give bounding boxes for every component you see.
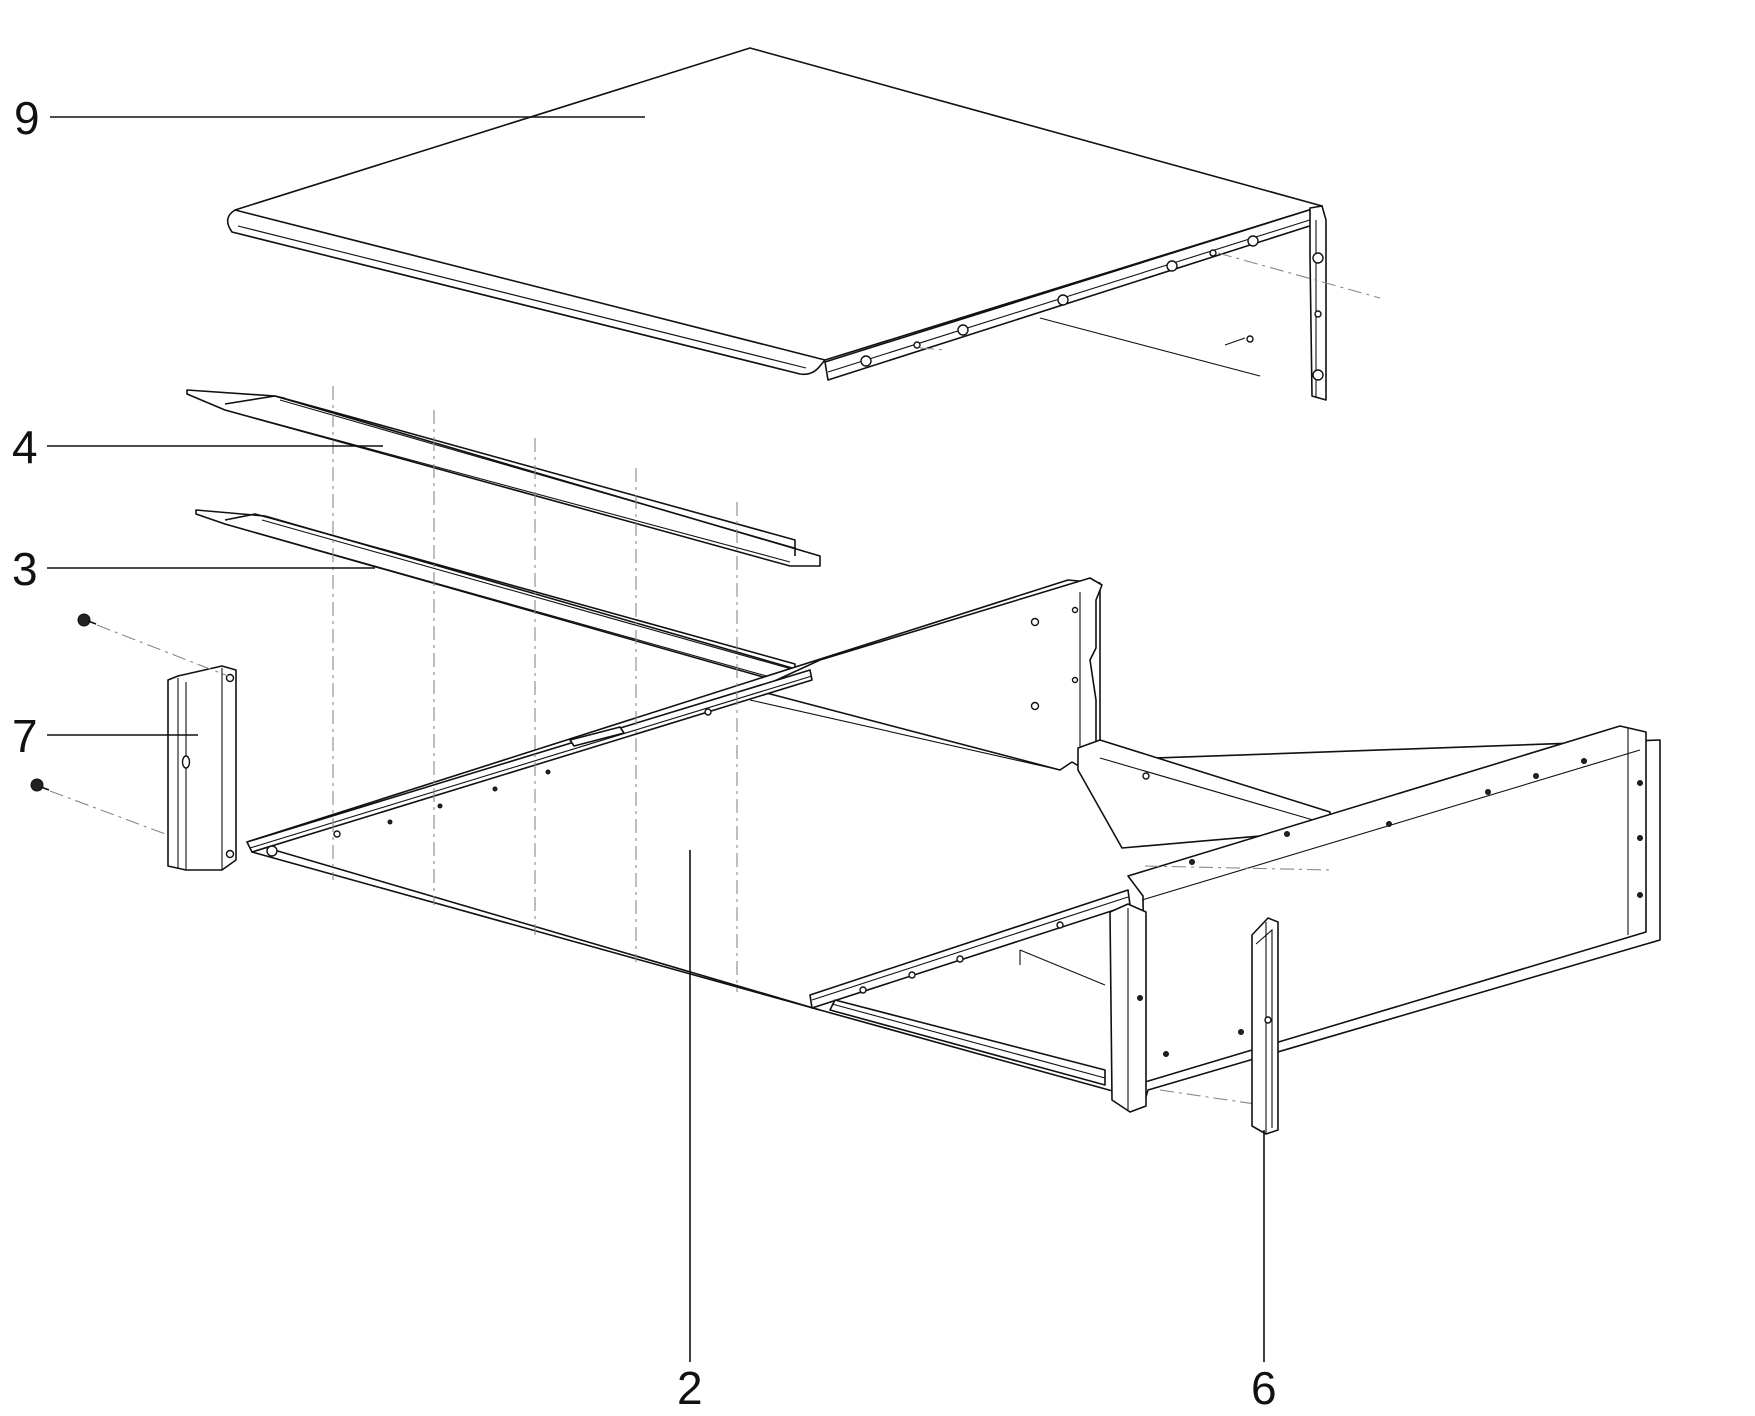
part-2-lip-holes (859, 921, 1064, 994)
part-2-chassis (246, 577, 1661, 1113)
part-6-front-bracket (1251, 917, 1279, 1135)
callout-7: 7 (12, 710, 38, 762)
part-9-flange-holes (860, 235, 1324, 381)
part-2-wall-holes (1030, 606, 1150, 780)
screw-icon (77, 613, 97, 627)
callout-labels: 9 4 3 7 2 6 (12, 92, 1277, 1414)
screw-icon (30, 778, 50, 792)
callout-6: 6 (1251, 1362, 1277, 1414)
callout-9: 9 (14, 92, 40, 144)
part-7-left-bracket (30, 613, 237, 871)
part-9-top-cover (226, 47, 1381, 401)
leader-lines (47, 116, 1265, 1362)
part-2-side-holes (1137, 758, 1643, 1057)
part-4-upper-rail (186, 389, 821, 567)
callout-2: 2 (677, 1362, 703, 1414)
assembly-dash-lines (332, 386, 1331, 1106)
callout-4: 4 (12, 421, 38, 473)
callout-3: 3 (12, 543, 38, 595)
